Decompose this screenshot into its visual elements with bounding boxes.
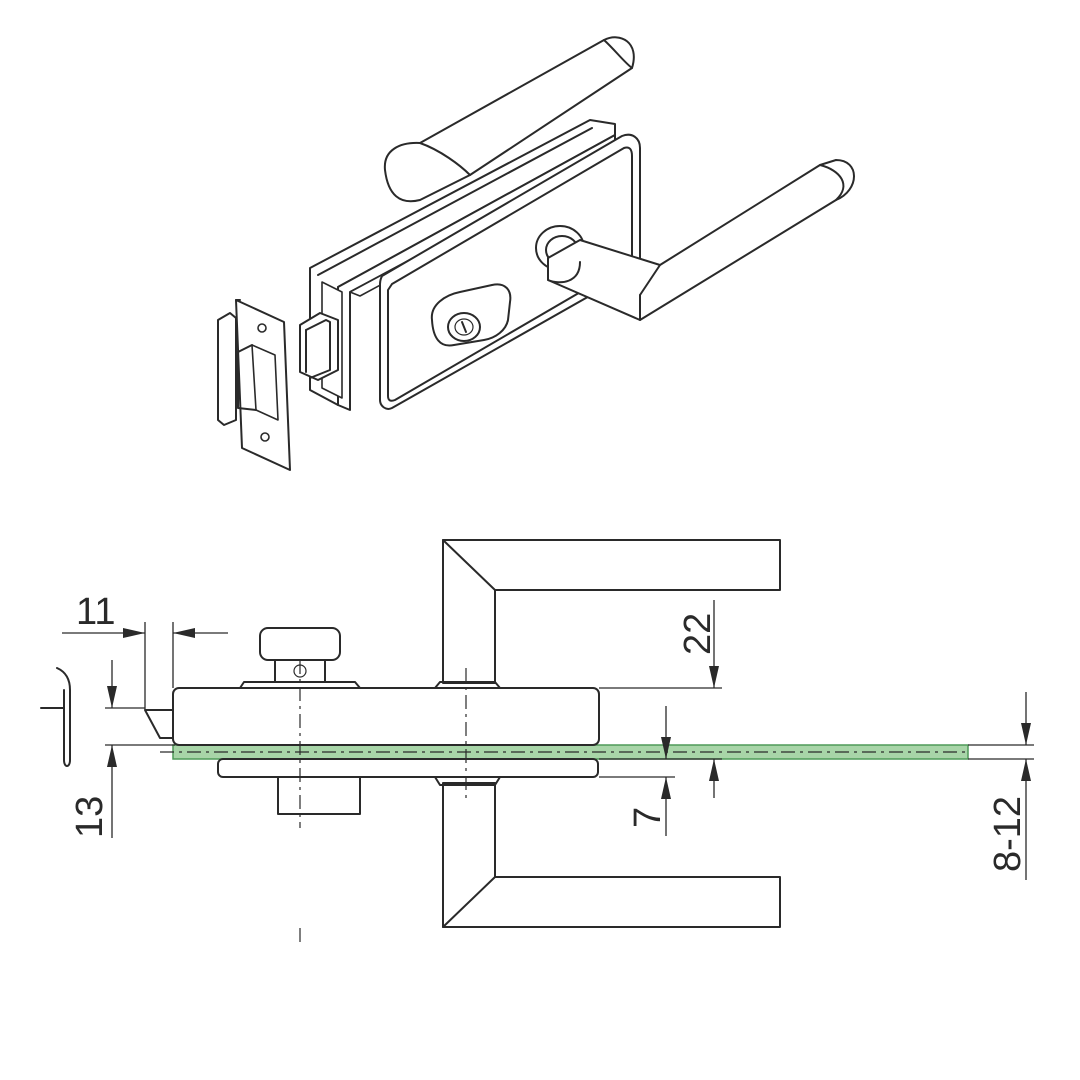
- dim-11-label: 11: [76, 591, 115, 633]
- dim-8-12-label: 8-12: [987, 796, 1029, 872]
- side-lower-handle: [442, 782, 781, 928]
- dim-22-label: 22: [677, 613, 719, 655]
- latch-bolt: [299, 312, 339, 381]
- front-lever-handle: [535, 159, 855, 321]
- dimension-22: 22: [599, 600, 722, 798]
- dimension-7: 7: [599, 706, 675, 836]
- back-lever-handle: [383, 36, 635, 203]
- side-bottom-plate: [217, 758, 599, 815]
- cylinder-key: [430, 283, 512, 347]
- side-strike-profile: [40, 667, 71, 767]
- side-latch: [144, 709, 174, 739]
- center-lines: [160, 660, 968, 942]
- dim-13-label: 13: [69, 796, 111, 838]
- strike-plate: [217, 299, 291, 471]
- dimension-8-12: 8-12: [968, 692, 1034, 880]
- side-upper-handle: [442, 539, 781, 684]
- isometric-view: [217, 36, 855, 471]
- side-lock-body: [172, 627, 600, 746]
- dim-7-label: 7: [627, 807, 669, 828]
- dimension-11: 11: [62, 591, 228, 710]
- side-section-view: 11 13 22 7: [40, 539, 1034, 942]
- dimension-13: 13: [69, 660, 175, 838]
